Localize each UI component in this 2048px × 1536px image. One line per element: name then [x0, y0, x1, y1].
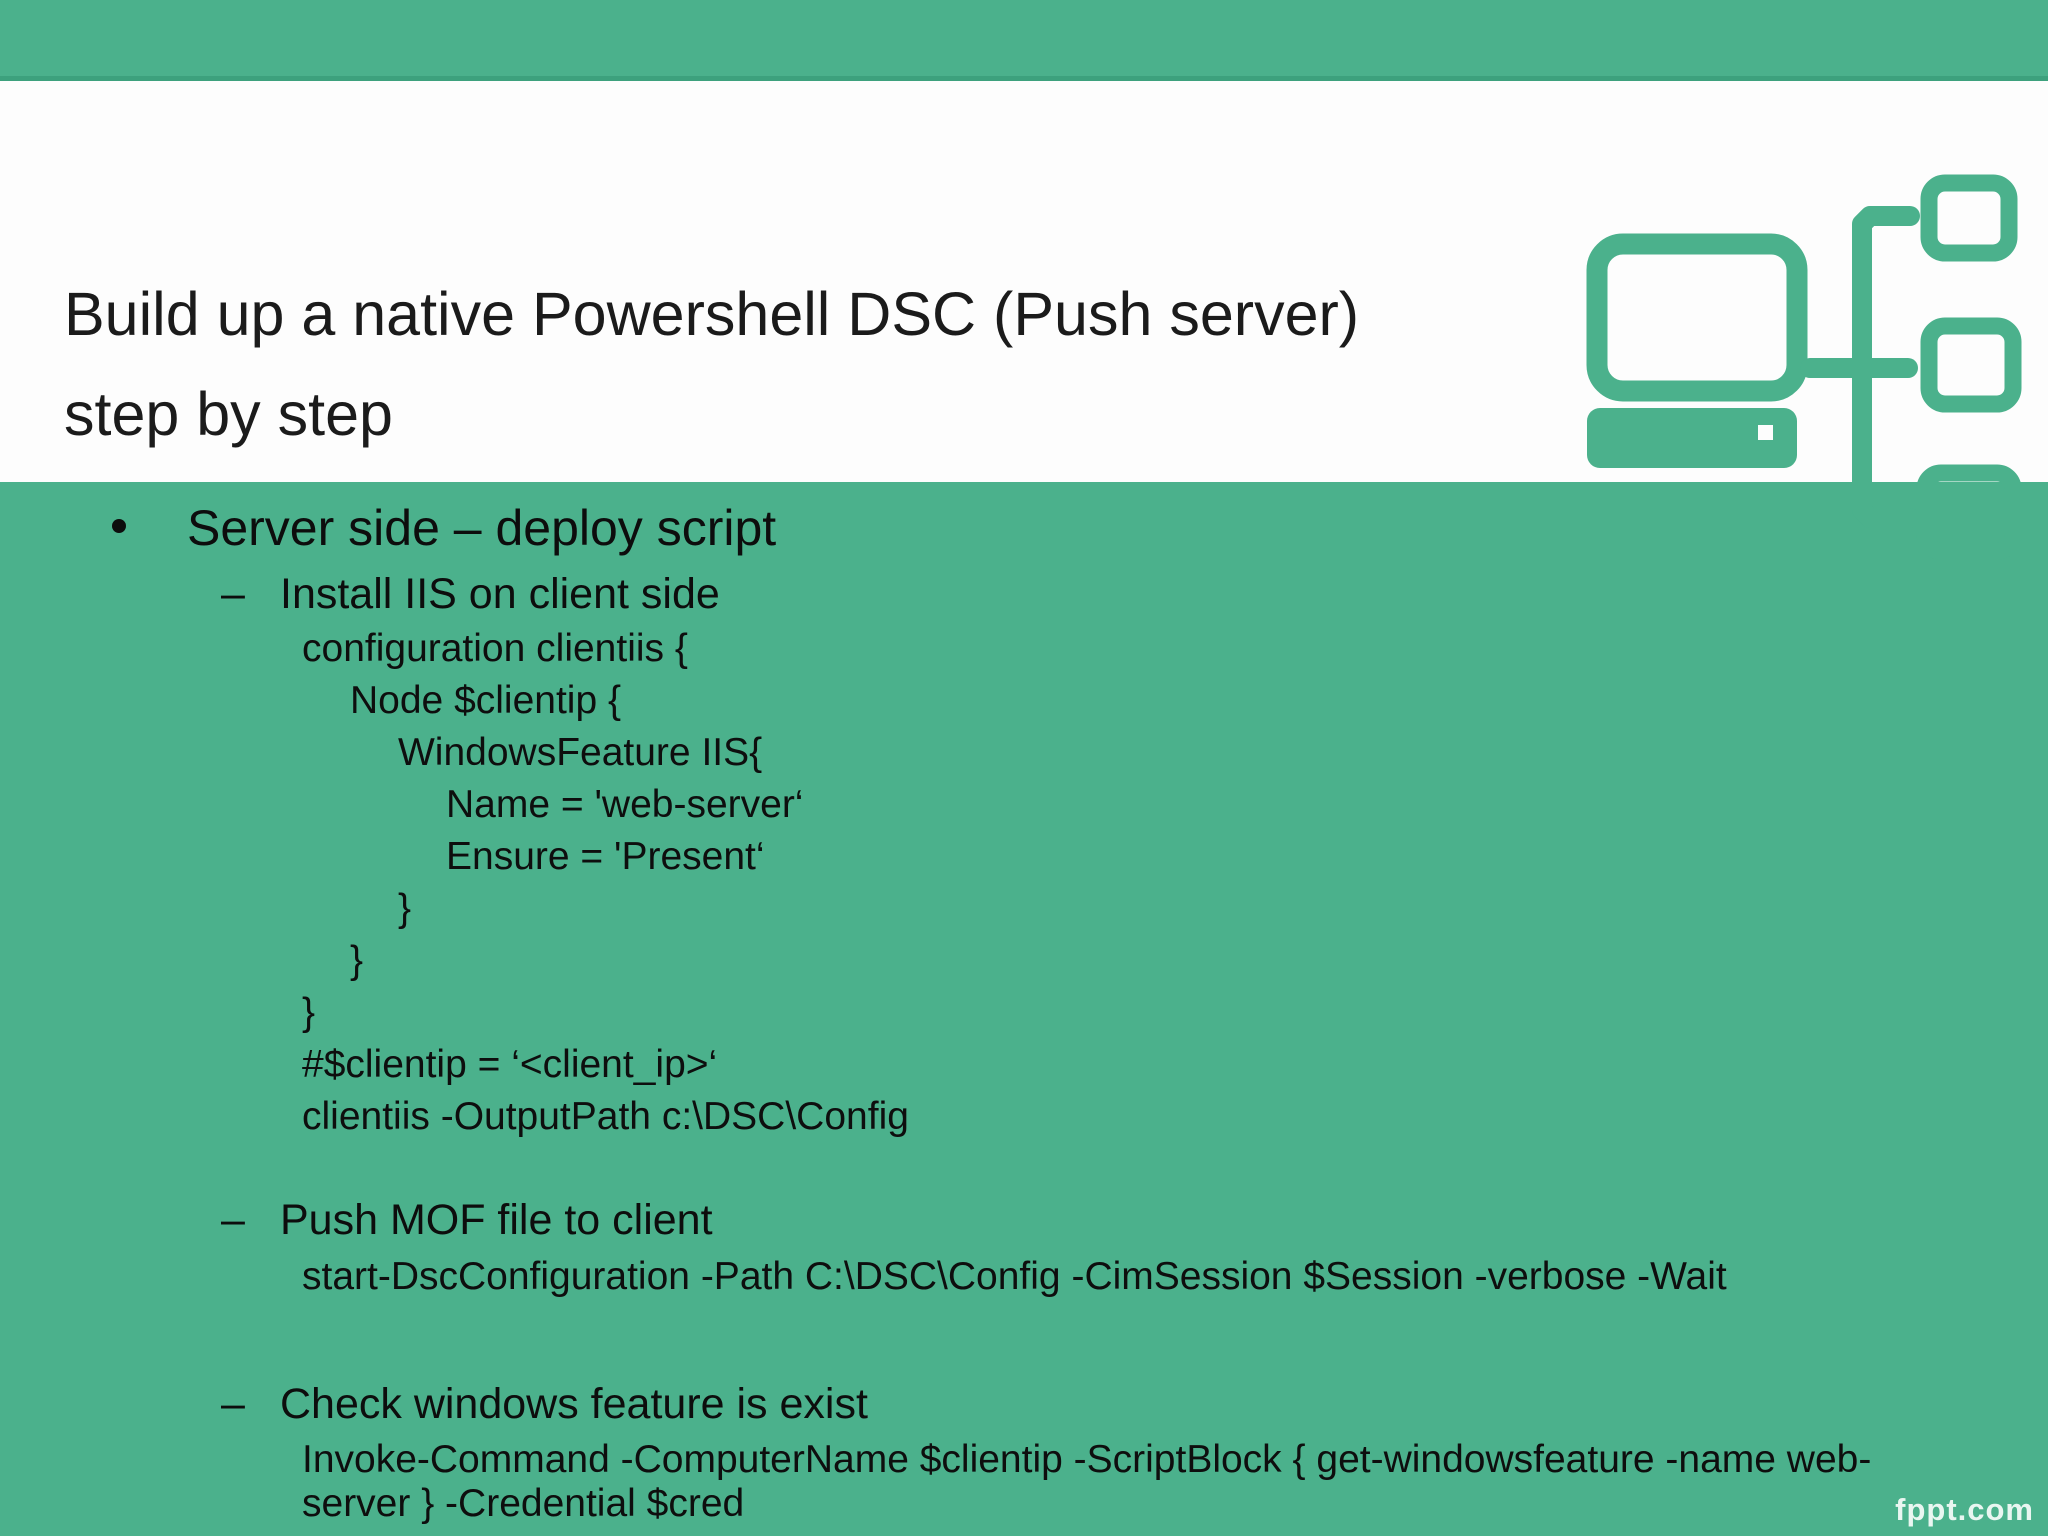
code-line: start-DscConfiguration -Path C:\DSC\Conf…	[302, 1255, 1727, 1298]
slide-title: Build up a native Powershell DSC (Push s…	[64, 264, 1564, 464]
bullet-dot	[112, 519, 126, 533]
sub-item-push-mof: –Push MOF file to client	[221, 1191, 713, 1249]
code-line: }	[302, 991, 316, 1034]
watermark: fppt.com	[1895, 1492, 2034, 1527]
bullet-item-server-side: Server side – deploy script	[187, 500, 777, 556]
dash-marker: –	[221, 570, 245, 618]
code-line: clientiis -OutputPath c:\DSC\Config	[302, 1095, 909, 1138]
sub-item-install-iis: –Install IIS on client side	[221, 565, 720, 623]
code-line: Name = 'web-server‘	[446, 783, 804, 826]
top-green-bar	[0, 0, 2048, 81]
code-line: }	[398, 887, 412, 930]
code-line: #$clientip = ‘<client_ip>‘	[302, 1043, 718, 1086]
sub-item-label: Check windows feature is exist	[280, 1380, 868, 1428]
code-block-start-dsc: start-DscConfiguration -Path C:\DSC\Conf…	[302, 1251, 1727, 1303]
code-block-configuration: configuration clientiis { Node $clientip…	[302, 623, 909, 1143]
code-block-invoke-command: Invoke-Command -ComputerName $clientip -…	[302, 1438, 1872, 1525]
dash-marker: –	[221, 1380, 245, 1428]
title-band: Build up a native Powershell DSC (Push s…	[0, 81, 2048, 560]
code-line: WindowsFeature IIS{	[398, 731, 763, 774]
code-line: }	[350, 939, 364, 982]
code-line: configuration clientiis {	[302, 627, 688, 670]
dash-marker: –	[221, 1196, 245, 1244]
code-line: Ensure = 'Present‘	[446, 835, 765, 878]
sub-item-label: Install IIS on client side	[280, 570, 720, 618]
computer-network-icon	[1586, 174, 2022, 560]
slide-title-line2: step by step	[64, 380, 393, 448]
sub-item-check-feature: –Check windows feature is exist	[221, 1375, 868, 1433]
code-line: Node $clientip {	[350, 679, 622, 722]
slide-title-line1: Build up a native Powershell DSC (Push s…	[64, 280, 1360, 348]
sub-item-label: Push MOF file to client	[280, 1196, 713, 1244]
